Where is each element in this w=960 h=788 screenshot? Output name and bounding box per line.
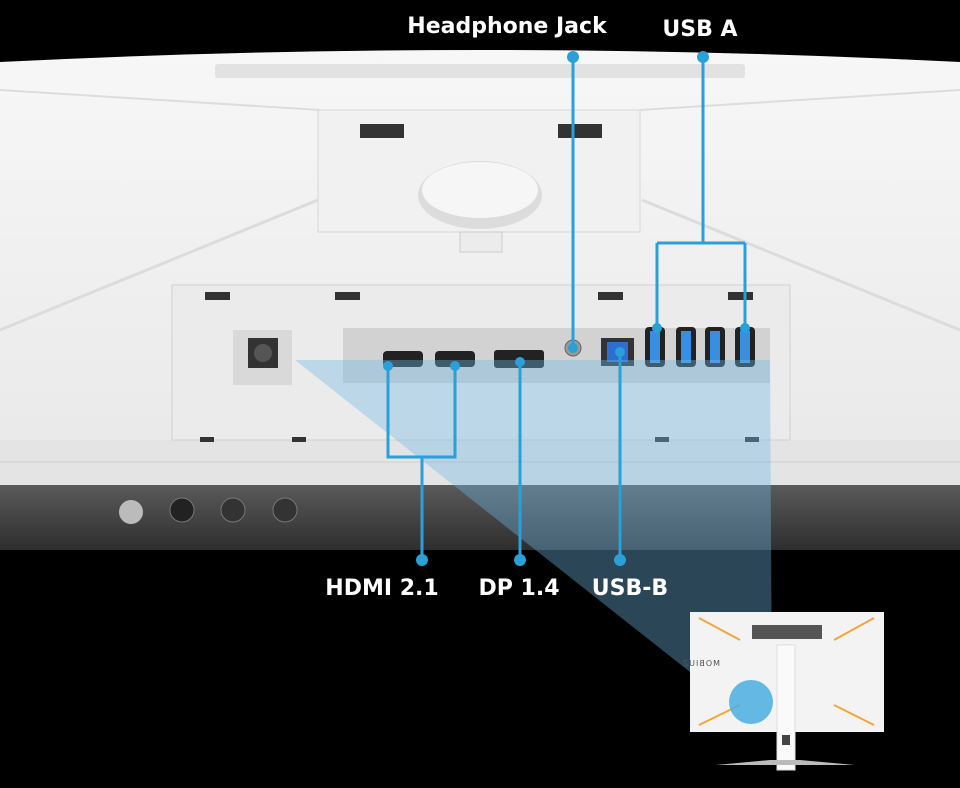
top-vent: [215, 64, 745, 78]
thumbnail-vent: [752, 625, 822, 639]
dp-label: DP 1.4: [478, 576, 559, 601]
callout-lines: [386, 57, 747, 560]
hdmi-port-1: [383, 351, 423, 367]
headphone-jack-label: Headphone Jack: [407, 14, 608, 39]
control-buttons: [119, 497, 298, 524]
joystick-button[interactable]: [169, 497, 195, 523]
usb-a-ports: [645, 327, 755, 367]
mobiuz-logo: MOBIUZ: [682, 659, 720, 668]
hdmi-label: HDMI 2.1: [325, 576, 438, 601]
control-button[interactable]: [119, 500, 143, 524]
usb-b-label: USB-B: [592, 576, 668, 601]
control-button[interactable]: [220, 497, 246, 523]
bottom-bezel: [0, 485, 960, 550]
monitor-thumbnail: MOBIUZ: [682, 612, 884, 771]
stand-mount: [317, 109, 641, 253]
control-button[interactable]: [272, 497, 298, 523]
highlight-circle: [729, 680, 773, 724]
usb-a-label: USB A: [662, 17, 737, 42]
zoom-beam: [295, 360, 772, 705]
io-panel: [171, 284, 791, 442]
callout-dots: [383, 51, 750, 566]
hdmi-port-2: [435, 351, 475, 367]
